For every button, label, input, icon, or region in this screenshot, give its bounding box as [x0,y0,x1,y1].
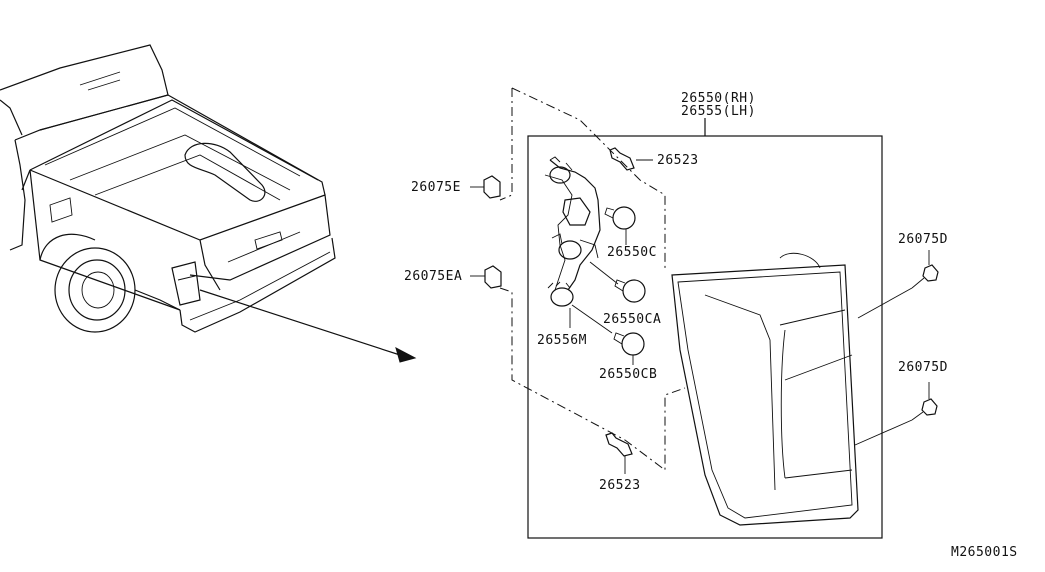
assembly-frame [499,87,883,539]
label-26550CB: 26550CB [599,367,657,382]
label-26075EA: 26075EA [404,269,462,284]
diagram-code: M265001S [951,545,1018,560]
label-26550C: 26550C [607,245,657,260]
label-26075E: 26075E [411,180,461,195]
label-26075D-top: 26075D [898,232,948,247]
socket-harness [544,156,601,307]
fasteners [470,147,939,474]
label-26075D-bottom: 26075D [898,360,948,375]
truck-illustration [0,44,417,363]
bulbs [571,206,646,365]
label-26523-bottom: 26523 [599,478,641,493]
tail-lamp-housing [671,252,859,526]
label-assembly-rh: 26550(RH) [681,91,756,106]
label-26556M: 26556M [537,333,587,348]
label-26550CA: 26550CA [603,312,661,327]
label-assembly-lh: 26555(LH) [681,104,756,119]
label-26523-top: 26523 [657,153,699,168]
